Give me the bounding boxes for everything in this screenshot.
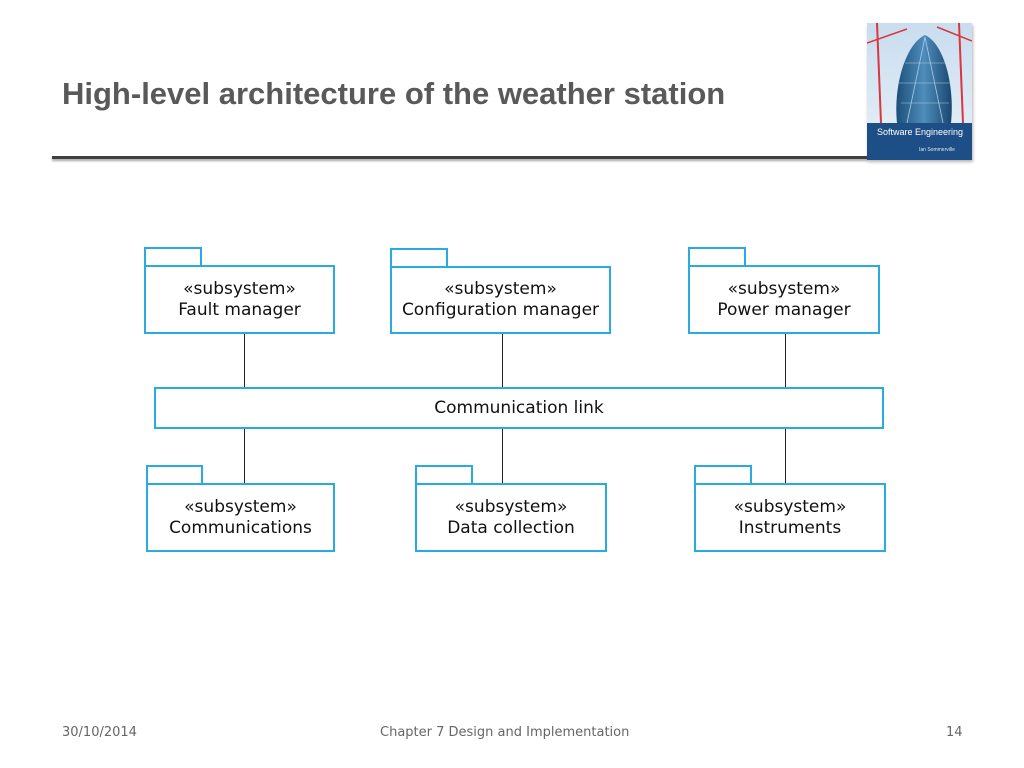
package-stereotype: «subsystem» (184, 497, 297, 518)
package-tab (146, 465, 203, 483)
package-stereotype: «subsystem» (455, 497, 568, 518)
package-data-collection: «subsystem» Data collection (415, 465, 607, 552)
package-tab (415, 465, 473, 483)
package-stereotype: «subsystem» (183, 279, 296, 300)
package-fault-manager: «subsystem» Fault manager (144, 247, 335, 334)
package-tab (390, 248, 448, 266)
package-name: Power manager (717, 300, 850, 321)
package-name: Data collection (447, 518, 575, 539)
book-cover-author: Ian Sommerville (919, 147, 955, 153)
package-body: «subsystem» Fault manager (144, 265, 335, 334)
package-name: Fault manager (178, 300, 301, 321)
package-stereotype: «subsystem» (728, 279, 841, 300)
package-stereotype: «subsystem» (444, 279, 557, 300)
footer-chapter: Chapter 7 Design and Implementation (380, 725, 629, 740)
connector-power-manager (785, 333, 786, 387)
communication-link-bus: Communication link (154, 387, 884, 429)
package-stereotype: «subsystem» (734, 497, 847, 518)
book-cover-image: Software Engineering Ian Sommerville (867, 23, 972, 160)
package-body: «subsystem» Communications (146, 483, 335, 552)
package-name: Communications (169, 518, 312, 539)
package-body: «subsystem» Instruments (694, 483, 886, 552)
connector-fault-manager (244, 333, 245, 387)
package-configuration-manager: «subsystem» Configuration manager (390, 248, 611, 334)
package-tab (694, 465, 752, 483)
package-name: Instruments (739, 518, 841, 539)
book-cover-illustration (867, 23, 972, 160)
package-tab (688, 247, 746, 265)
book-cover-title: Software Engineering (877, 127, 963, 137)
package-tab (144, 247, 202, 265)
package-power-manager: «subsystem» Power manager (688, 247, 880, 334)
package-communications: «subsystem» Communications (146, 465, 335, 552)
connector-configuration-manager (502, 333, 503, 387)
footer-page-number: 14 (946, 725, 963, 740)
package-body: «subsystem» Power manager (688, 265, 880, 334)
package-body: «subsystem» Data collection (415, 483, 607, 552)
footer-date: 30/10/2014 (62, 725, 137, 740)
title-divider (52, 156, 868, 159)
package-name: Configuration manager (402, 300, 599, 321)
package-body: «subsystem» Configuration manager (390, 266, 611, 334)
slide-title: High-level architecture of the weather s… (62, 76, 725, 112)
package-instruments: «subsystem» Instruments (694, 465, 886, 552)
